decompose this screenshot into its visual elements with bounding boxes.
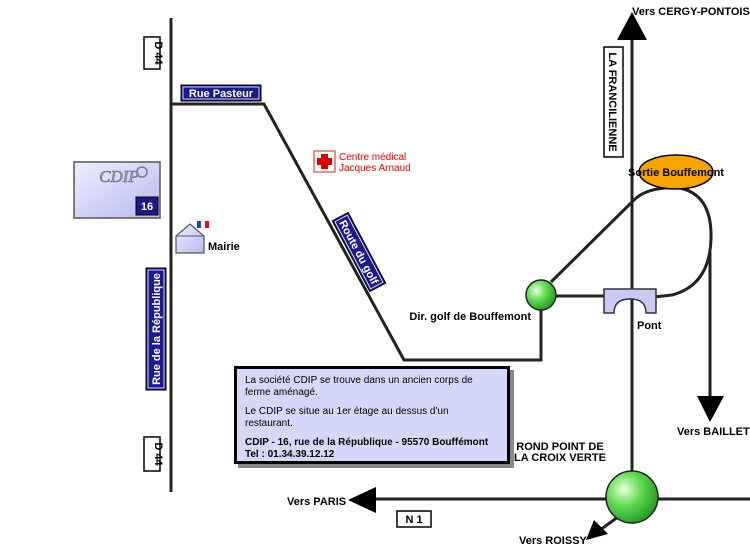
sign-n1: N 1: [396, 510, 432, 528]
sign-d44-top-label: D 44: [152, 41, 164, 65]
centre-medical-line1: Centre médical: [339, 152, 406, 163]
direction-roissy: Vers ROISSY: [519, 535, 588, 547]
roundabout-golf: [525, 279, 557, 311]
cdip-logo-icon: [136, 166, 148, 178]
info-phone: Tel : 01.34.39.12.12: [245, 449, 335, 460]
direction-baillet: Vers BAILLET: [677, 426, 750, 438]
dir-golf-label: Dir. golf de Bouffemont: [409, 311, 531, 323]
bridge-icon: [603, 288, 657, 314]
sign-rue-pasteur: Rue Pasteur: [180, 84, 262, 102]
medical-cross-icon: [313, 150, 336, 173]
mairie-building-icon: [175, 223, 205, 254]
info-paragraph-2: Le CDIP se situe au 1er étage au dessus …: [245, 406, 449, 429]
sign-rue-republique: Rue de la République: [145, 267, 167, 391]
cdip-logo-text: CDIP: [99, 167, 139, 186]
centre-medical-line2: Jacques Arnaud: [339, 163, 411, 174]
mairie-label: Mairie: [208, 241, 240, 253]
cdip-number: 16: [141, 201, 153, 213]
info-box: La société CDIP se trouve dans un ancien…: [234, 366, 510, 464]
centre-medical: Centre médical Jacques Arnaud: [313, 150, 411, 174]
info-address: CDIP - 16, rue de la République - 95570 …: [245, 437, 489, 448]
arrow-up-cergy-icon: [617, 12, 647, 40]
sortie-bouffemont-label: Sortie Bouffemont: [628, 167, 724, 179]
sign-la-francilienne-label: LA FRANCILIENNE: [606, 52, 618, 151]
direction-paris: Vers PARIS: [287, 496, 346, 508]
roundabout-croix-verte: [605, 470, 659, 524]
arrow-left-paris-icon: [348, 487, 376, 513]
sign-d44-bottom-label: D 44: [152, 442, 164, 466]
road-sortie-ramp: [549, 200, 634, 284]
pont-label: Pont: [637, 320, 662, 332]
sortie-bouffemont: Sortie Bouffemont: [628, 154, 724, 190]
sign-rue-republique-label: Rue de la République: [151, 273, 163, 385]
arrow-down-roissy-icon: [586, 520, 608, 540]
arrow-down-baillet-icon: [697, 396, 724, 422]
road-rue-pasteur-route-du-golf: [171, 102, 543, 362]
sign-la-francilienne: LA FRANCILIENNE: [603, 46, 624, 158]
sign-d44-top: D 44: [143, 36, 164, 70]
french-flag-icon: [197, 220, 209, 229]
info-paragraph-1: La société CDIP se trouve dans un ancien…: [245, 375, 473, 398]
cdip-building: CDIP 16: [73, 161, 161, 219]
sign-d44-bottom: D 44: [143, 436, 164, 472]
direction-cergy: Vers CERGY-PONTOISE: [632, 6, 750, 18]
rond-point-line1: ROND POINT DE: [516, 441, 603, 453]
sign-n1-label: N 1: [405, 514, 422, 526]
rond-point-line2: LA CROIX VERTE: [514, 452, 606, 464]
sign-rue-pasteur-label: Rue Pasteur: [189, 88, 254, 100]
mairie: Mairie: [175, 220, 240, 254]
